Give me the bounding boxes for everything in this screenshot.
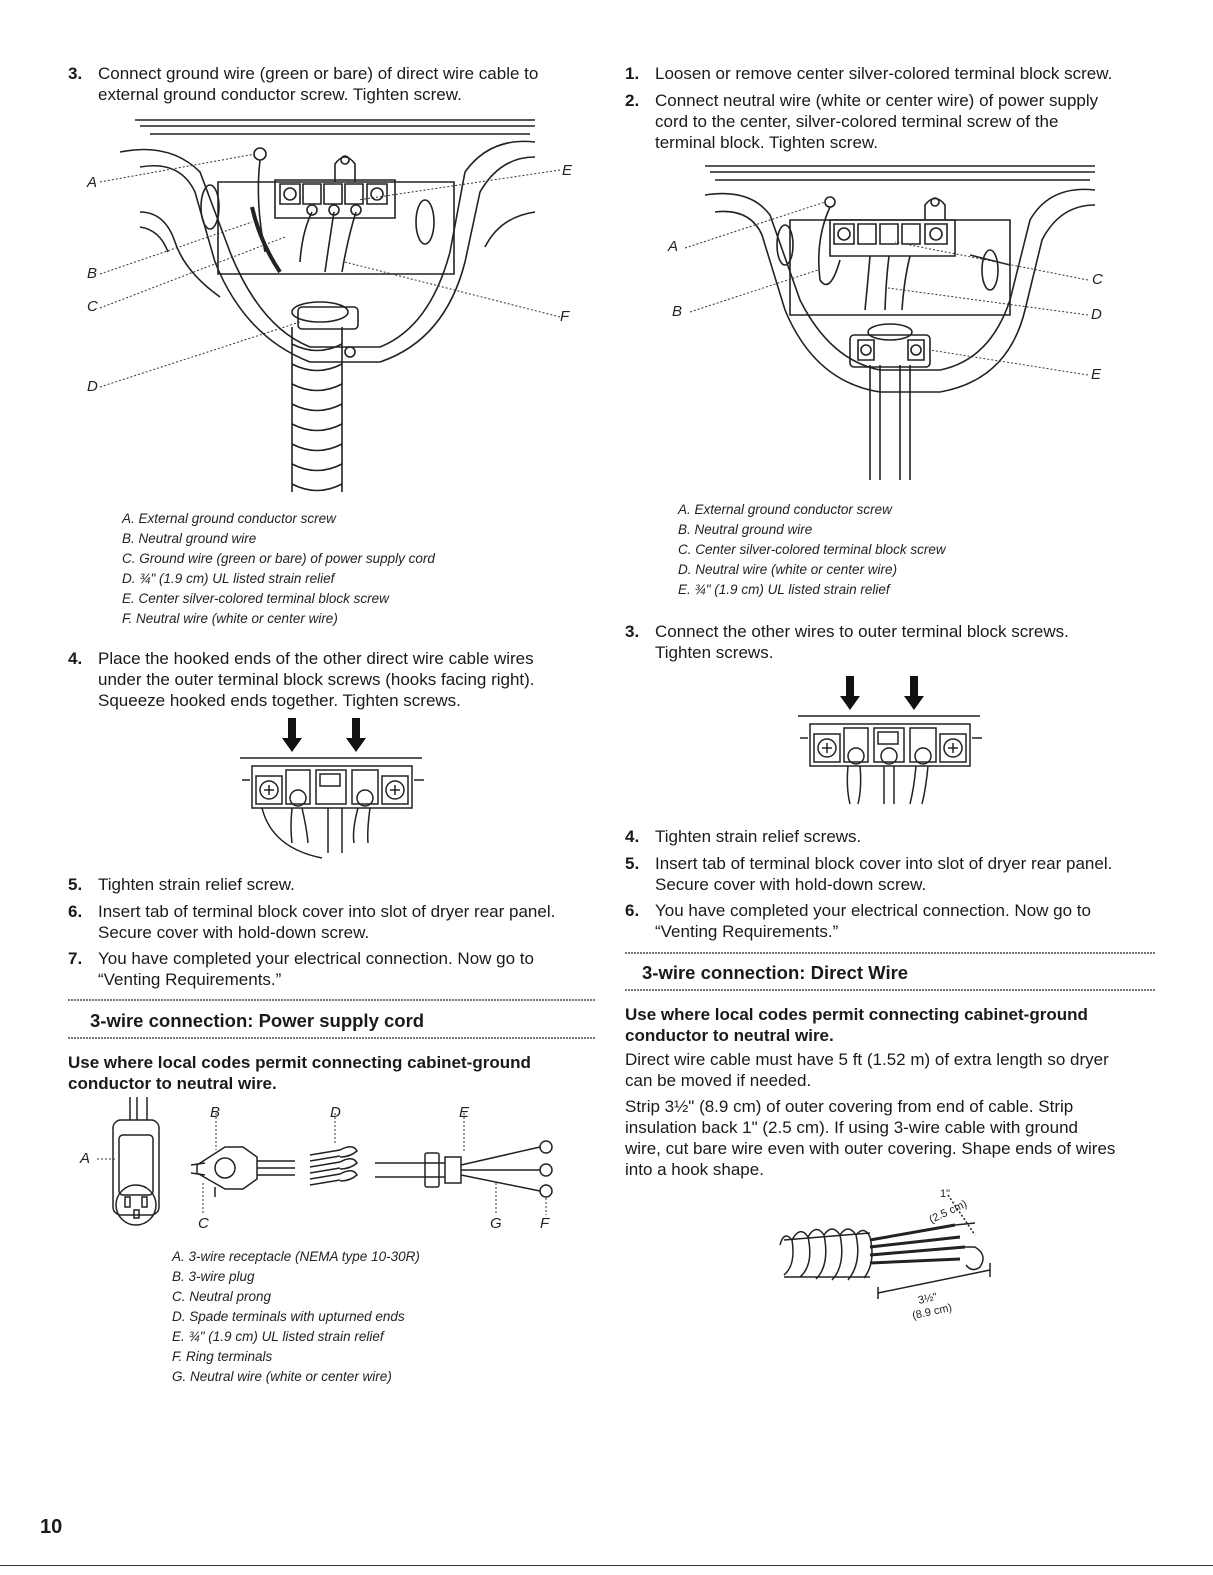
fig2-label-c: C [1092,271,1103,288]
fig1-label-a: A [87,174,98,191]
fig1-label-e: E [562,162,573,179]
figure-power-cord-parts [85,1095,575,1235]
fig2-label-d: D [1091,306,1102,323]
right-para-extra-length: Direct wire cable must have 5 ft (1.52 m… [625,1050,1109,1090]
left-note: Use where local codes permit connecting … [68,1053,531,1093]
fig1-label-d: D [87,378,98,395]
fig1-label-c: C [87,298,98,315]
left-section-rule-bottom [68,1037,596,1039]
strip-label-one-inch: 1" [940,1188,951,1200]
figure-stripped-cable [770,1185,1000,1315]
fig3-label-d: D [330,1104,341,1121]
right-section-rule-bottom [625,989,1155,991]
fig2-label-b: B [672,303,683,320]
fig3-label-c: C [198,1215,209,1232]
fig2-label-a: A [668,238,679,255]
right-section-rule-top [625,952,1155,954]
page-number: 10 [40,1516,63,1538]
right-note: Use where local codes permit connecting … [625,1005,1088,1045]
fig1-label-f: F [560,308,570,325]
fig2-label-e: E [1091,366,1102,383]
fig3-label-g: G [490,1215,502,1232]
right-section-title: 3-wire connection: Direct Wire [642,962,909,983]
figure-terminal-block-right [790,676,990,811]
left-section-title: 3-wire connection: Power supply cord [90,1010,425,1031]
fig3-label-b: B [210,1104,221,1121]
fig2-legend: A. External ground conductor screw B. Ne… [678,502,946,597]
figure-terminal-block-left [232,718,432,863]
figure-neutral-wire-diagram [690,160,1100,485]
fig1-legend: A. External ground conductor screw B. Ne… [122,511,435,626]
left-section-rule-top [68,999,596,1001]
fig1-label-b: B [87,265,98,282]
fig3-legend: A. 3-wire receptacle (NEMA type 10-30R) … [172,1249,420,1384]
figure-ground-wire-diagram [80,112,580,502]
footer-rule [0,1565,1213,1566]
fig3-label-a: A [80,1150,91,1167]
right-para-strip: Strip 3½" (8.9 cm) of outer covering fro… [625,1097,1116,1179]
fig3-label-f: F [540,1215,550,1232]
fig3-label-e: E [459,1104,470,1121]
